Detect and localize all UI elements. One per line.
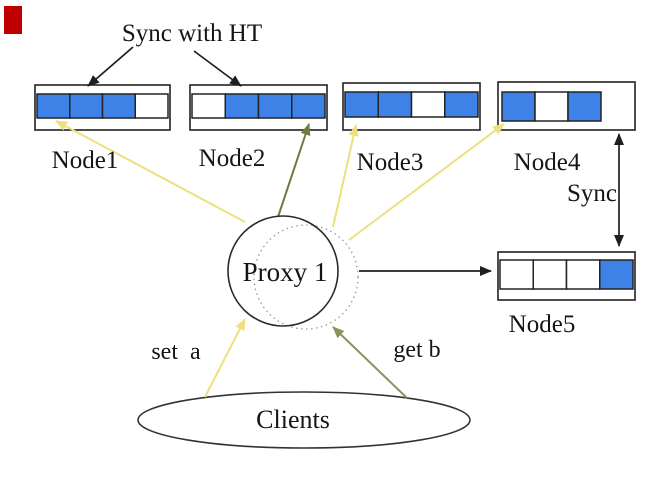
node2-cell-4 <box>291 93 326 119</box>
node2-box <box>189 84 328 131</box>
clients-label: Clients <box>256 405 330 434</box>
clients-ellipse <box>137 391 471 449</box>
arrow-proxy-to-node3 <box>332 124 359 228</box>
node2-cell-2 <box>224 93 260 119</box>
node5-cell-3 <box>565 259 601 290</box>
node1-cell-3 <box>101 93 136 119</box>
get-b-label: get b <box>393 337 440 363</box>
sync-with-ht-label: Sync with HT <box>122 20 262 47</box>
node3-cell-2 <box>377 91 413 118</box>
node5-label: Node5 <box>509 311 576 338</box>
node4-cell-3 <box>567 91 602 122</box>
arrow-get-b <box>332 326 408 399</box>
node3-cell-3 <box>410 91 446 118</box>
node4-box <box>497 81 636 131</box>
arrow-set-a <box>204 318 246 398</box>
node4-label: Node4 <box>514 149 581 176</box>
arrow-proxy-to-node4 <box>348 123 505 241</box>
proxy-dotted-circle <box>253 224 359 330</box>
red-corner-mark <box>4 6 22 34</box>
node5-cell-1 <box>499 259 534 290</box>
node2-cell-1 <box>191 93 226 119</box>
node1-cell-2 <box>69 93 104 119</box>
node2-cell-3 <box>257 93 293 119</box>
proxy-circle <box>227 215 339 327</box>
node3-box <box>342 82 481 131</box>
node1-cell-1 <box>36 93 71 119</box>
node1-label: Node1 <box>52 147 119 174</box>
node1-cell-4 <box>134 93 169 119</box>
node1-box <box>34 84 171 131</box>
set-a-label: set a <box>151 339 201 365</box>
node5-box <box>497 251 636 301</box>
node3-label: Node3 <box>357 149 424 176</box>
proxy-label: Proxy 1 <box>243 257 328 287</box>
node5-cell-4 <box>599 259 634 290</box>
arrow-proxy-to-node2 <box>277 123 311 218</box>
arrow-syncht-to-node1 <box>87 46 134 87</box>
arrow-syncht-to-node2 <box>193 50 242 87</box>
node5-cell-2 <box>532 259 568 290</box>
sync-label: Sync <box>567 180 617 207</box>
node3-cell-4 <box>444 91 479 118</box>
node4-cell-1 <box>501 91 536 122</box>
node2-label: Node2 <box>199 145 266 172</box>
node4-cell-2 <box>534 91 569 122</box>
node3-cell-1 <box>344 91 379 118</box>
arrow-proxy-to-node1 <box>55 120 246 223</box>
